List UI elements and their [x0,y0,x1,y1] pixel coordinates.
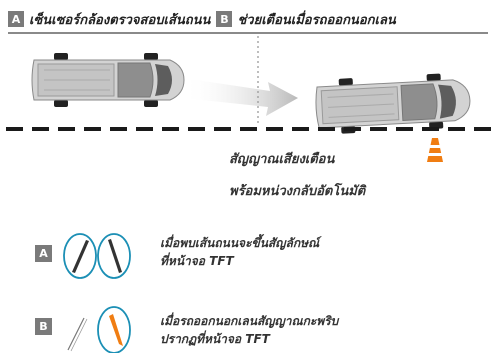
badge-b: B [216,11,233,27]
legend-a-line1: เมื่อพบเส้นถนนจะขึ้นสัญลักษณ์ [160,236,320,250]
legend-b-text: เมื่อรถออกนอกเลนสัญญาณกะพริบ ปรากฏที่หน้… [160,312,338,348]
badge-a: A [8,11,24,27]
legend-badge-b: B [35,318,52,335]
lane-departure-icon [67,306,131,353]
section-header: A เซ็นเซอร์กล้องตรวจสอบเส้นถนน B ช่วยเตื… [8,8,488,30]
title-lane-departure: ช่วยเตือนเมื่อรถออกนอกเลน [237,12,396,28]
motion-arrow [183,78,298,116]
header-divider [8,32,488,34]
title-lane-camera: เซ็นเซอร์กล้องตรวจสอบเส้นถนน [29,12,211,28]
alert-sound-label: สัญญาณเสียงเตือน [229,152,335,167]
warning-icon [427,138,443,162]
car-a-icon [31,53,185,107]
legend-badge-a: A [35,245,52,262]
legend-b-line2: ปรากฏที่หน้าจอ TFT [160,332,270,346]
legend-a-text: เมื่อพบเส้นถนนจะขึ้นสัญลักษณ์ ที่หน้าจอ … [160,234,319,270]
lane-diagram [6,36,495,162]
car-b-icon [315,73,471,134]
lane-detected-icon [63,233,131,279]
legend-a-line2: ที่หน้าจอ TFT [160,254,234,268]
legend-b-line1: เมื่อรถออกนอกเลนสัญญาณกะพริบ [160,314,339,328]
auto-return-label: พร้อมหน่วงกลับอัตโนมัติ [229,184,366,199]
